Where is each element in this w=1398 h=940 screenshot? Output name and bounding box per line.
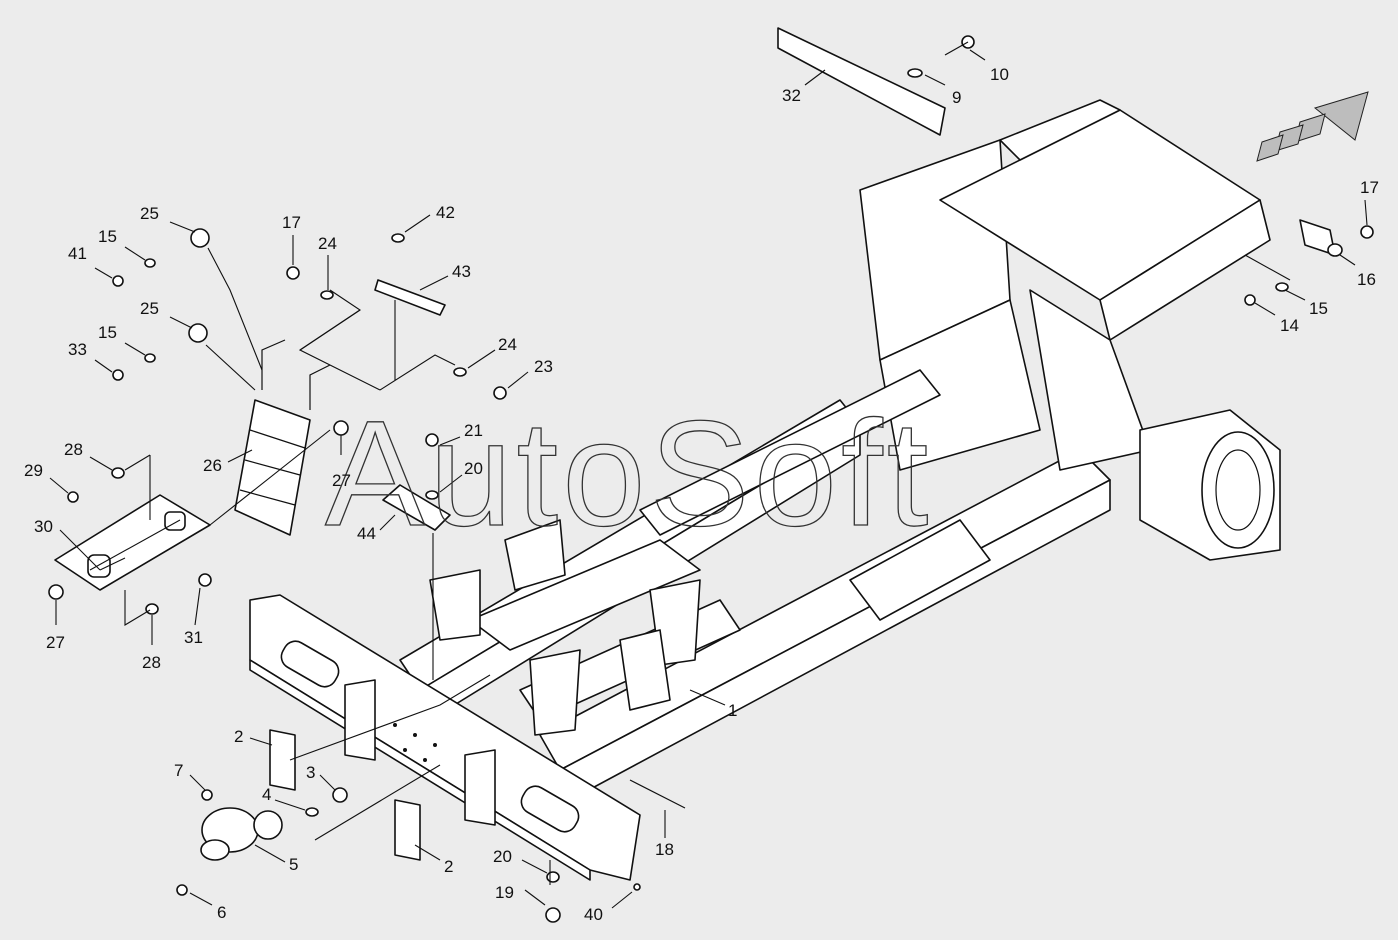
callout-43: 43	[452, 262, 471, 281]
callout-44: 44	[357, 524, 376, 543]
plate-2a	[269, 729, 296, 791]
callout-10: 10	[990, 65, 1009, 84]
callout-9: 9	[952, 88, 961, 107]
callout-15: 15	[1309, 299, 1328, 318]
callout-26: 26	[203, 456, 222, 475]
tow-coupler	[200, 807, 283, 861]
callout-3: 3	[306, 763, 315, 782]
callout-14: 14	[1280, 316, 1299, 335]
callout-24: 24	[318, 234, 337, 253]
callout-42: 42	[436, 203, 455, 222]
callout-25: 25	[140, 299, 159, 318]
callout-27: 27	[332, 471, 351, 490]
callout-30: 30	[34, 517, 53, 536]
ladder-step	[234, 339, 331, 536]
callout-17: 17	[1360, 178, 1379, 197]
callout-1: 1	[728, 701, 737, 720]
callout-24: 24	[498, 335, 517, 354]
callout-labels: 1 2 2 3 4 5 6 7 9 10 14 15 15 15 16 17 1…	[24, 65, 1379, 924]
callout-33: 33	[68, 340, 87, 359]
callout-32: 32	[782, 86, 801, 105]
callout-27: 27	[46, 633, 65, 652]
direction-arrow-icon	[1256, 91, 1369, 162]
bracket-43	[374, 279, 446, 316]
callout-21: 21	[464, 421, 483, 440]
callout-23: 23	[534, 357, 553, 376]
callout-28: 28	[64, 440, 83, 459]
callout-25: 25	[140, 204, 159, 223]
callout-20: 20	[493, 847, 512, 866]
callout-15: 15	[98, 227, 117, 246]
callout-29: 29	[24, 461, 43, 480]
callout-31: 31	[184, 628, 203, 647]
bracket-16	[1299, 219, 1343, 257]
callout-41: 41	[68, 244, 87, 263]
top-bar-32	[777, 27, 946, 136]
leader-lines	[49, 49, 1368, 909]
callout-7: 7	[174, 761, 183, 780]
callout-16: 16	[1357, 270, 1376, 289]
callout-17: 17	[282, 213, 301, 232]
watermark-text: AutoSoft	[325, 389, 932, 557]
callout-5: 5	[289, 855, 298, 874]
callout-19: 19	[495, 883, 514, 902]
fasteners	[48, 35, 1374, 923]
callout-2: 2	[444, 857, 453, 876]
callout-40: 40	[584, 905, 603, 924]
callout-20: 20	[464, 459, 483, 478]
callout-28: 28	[142, 653, 161, 672]
callout-6: 6	[217, 903, 226, 922]
callout-4: 4	[262, 785, 271, 804]
callout-15: 15	[98, 323, 117, 342]
plate-2b	[394, 799, 421, 861]
callout-18: 18	[655, 840, 674, 859]
main-frame	[249, 99, 1281, 881]
mount-plate-30	[54, 494, 211, 591]
plate-44	[382, 484, 451, 531]
callout-2: 2	[234, 727, 243, 746]
